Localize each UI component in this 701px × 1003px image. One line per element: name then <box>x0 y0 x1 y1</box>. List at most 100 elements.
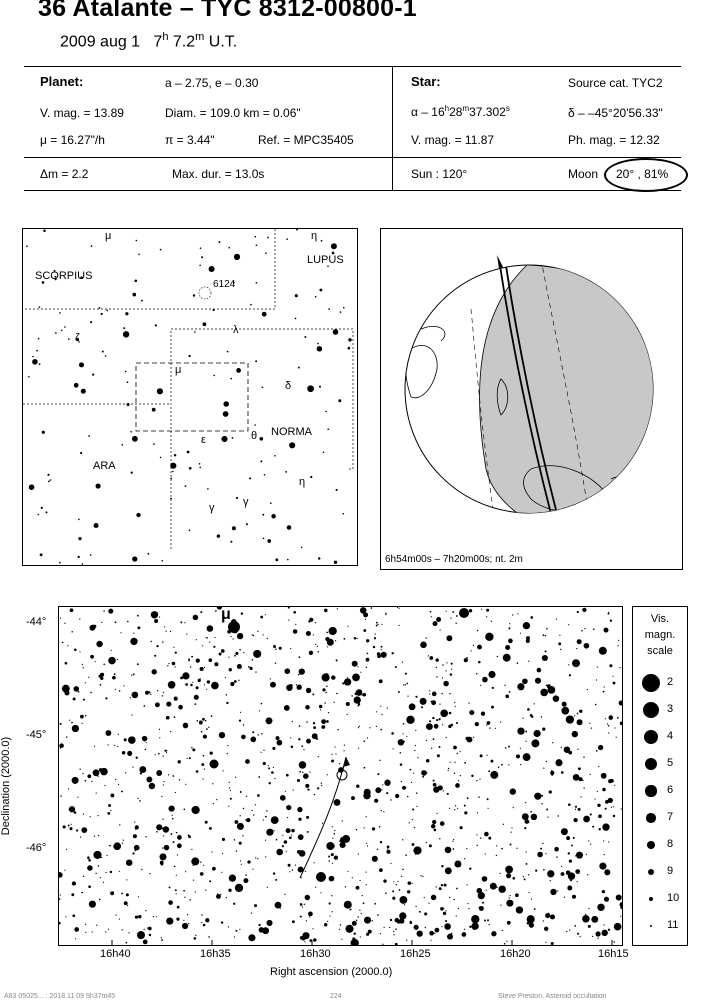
field-star <box>299 770 302 773</box>
finder-star <box>125 312 129 316</box>
scale-label: 7 <box>667 811 674 823</box>
field-star <box>517 727 525 735</box>
field-star <box>289 871 291 873</box>
field-star <box>453 898 455 901</box>
field-star <box>386 849 391 854</box>
finder-star <box>55 332 57 334</box>
field-star <box>453 772 456 774</box>
field-star <box>526 921 530 925</box>
field-star <box>92 769 100 777</box>
finder-star <box>138 253 140 256</box>
field-star <box>298 761 307 769</box>
field-star <box>546 808 549 811</box>
field-star <box>555 618 558 620</box>
field-star <box>424 926 426 929</box>
field-star <box>576 712 579 715</box>
field-star <box>321 784 323 787</box>
finder-star <box>32 355 34 358</box>
greek-mu-scorpius: μ <box>105 230 111 242</box>
field-star <box>263 749 265 751</box>
field-star <box>317 651 319 653</box>
field-star <box>563 896 566 898</box>
field-star <box>176 905 180 909</box>
finder-star <box>124 370 127 373</box>
field-star <box>445 736 447 739</box>
field-star <box>457 780 460 782</box>
finder-star <box>53 269 56 272</box>
field-star <box>224 677 227 679</box>
finder-star <box>342 512 345 515</box>
finder-star <box>202 322 207 327</box>
field-star <box>168 900 173 905</box>
field-star <box>584 628 586 630</box>
field-star <box>287 607 290 609</box>
field-star <box>494 727 497 729</box>
field-star <box>509 788 516 795</box>
field-star <box>572 836 575 839</box>
finder-star <box>199 466 202 469</box>
field-star <box>540 716 543 718</box>
field-star <box>155 916 158 918</box>
finder-star <box>286 525 292 530</box>
field-star <box>385 892 387 894</box>
field-star <box>441 677 444 679</box>
field-star <box>309 771 311 773</box>
field-star <box>385 612 387 614</box>
field-star <box>504 747 507 749</box>
finder-star <box>78 536 82 541</box>
field-star <box>130 637 138 646</box>
field-star <box>143 705 146 707</box>
field-star <box>291 920 295 924</box>
finder-star <box>223 401 229 407</box>
finder-star <box>328 308 331 310</box>
field-star <box>165 715 170 720</box>
field-star <box>512 876 516 880</box>
field-star <box>598 828 601 831</box>
finder-star <box>154 324 157 327</box>
field-star <box>366 845 369 847</box>
field-star <box>132 673 135 676</box>
field-star <box>272 872 276 875</box>
field-star <box>167 774 170 776</box>
field-star <box>168 886 171 889</box>
field-star <box>298 673 300 676</box>
field-star <box>464 761 467 764</box>
field-star <box>298 725 301 727</box>
globe-panel: 6h54m00s – 7h20m00s; nt. 2m <box>380 228 683 570</box>
field-star <box>469 709 475 716</box>
field-star <box>468 608 473 613</box>
field-star <box>449 673 453 676</box>
field-star <box>359 879 361 882</box>
field-star <box>213 645 216 648</box>
field-star <box>486 724 488 726</box>
field-star <box>175 893 177 895</box>
field-star <box>59 894 61 896</box>
finder-star <box>132 292 137 297</box>
field-star <box>125 859 133 866</box>
field-star <box>525 862 528 865</box>
field-star <box>384 779 391 786</box>
field-star <box>168 805 175 812</box>
field-star <box>327 711 330 714</box>
field-star <box>476 780 478 782</box>
field-star <box>404 684 407 686</box>
field-star <box>453 839 455 841</box>
field-star <box>164 749 167 752</box>
field-star <box>258 776 261 778</box>
field-star <box>251 658 254 661</box>
field-star <box>524 819 530 824</box>
field-star <box>466 884 468 886</box>
field-star <box>374 902 376 905</box>
field-star <box>220 649 225 653</box>
field-star <box>542 920 545 922</box>
field-star <box>522 876 525 878</box>
finder-star <box>269 502 272 505</box>
field-star <box>228 781 230 783</box>
field-star <box>257 734 259 736</box>
field-star <box>317 787 320 790</box>
field-star <box>201 921 203 924</box>
field-star <box>285 773 289 777</box>
field-star <box>154 702 160 708</box>
field-star <box>173 696 178 701</box>
field-star <box>188 658 190 660</box>
